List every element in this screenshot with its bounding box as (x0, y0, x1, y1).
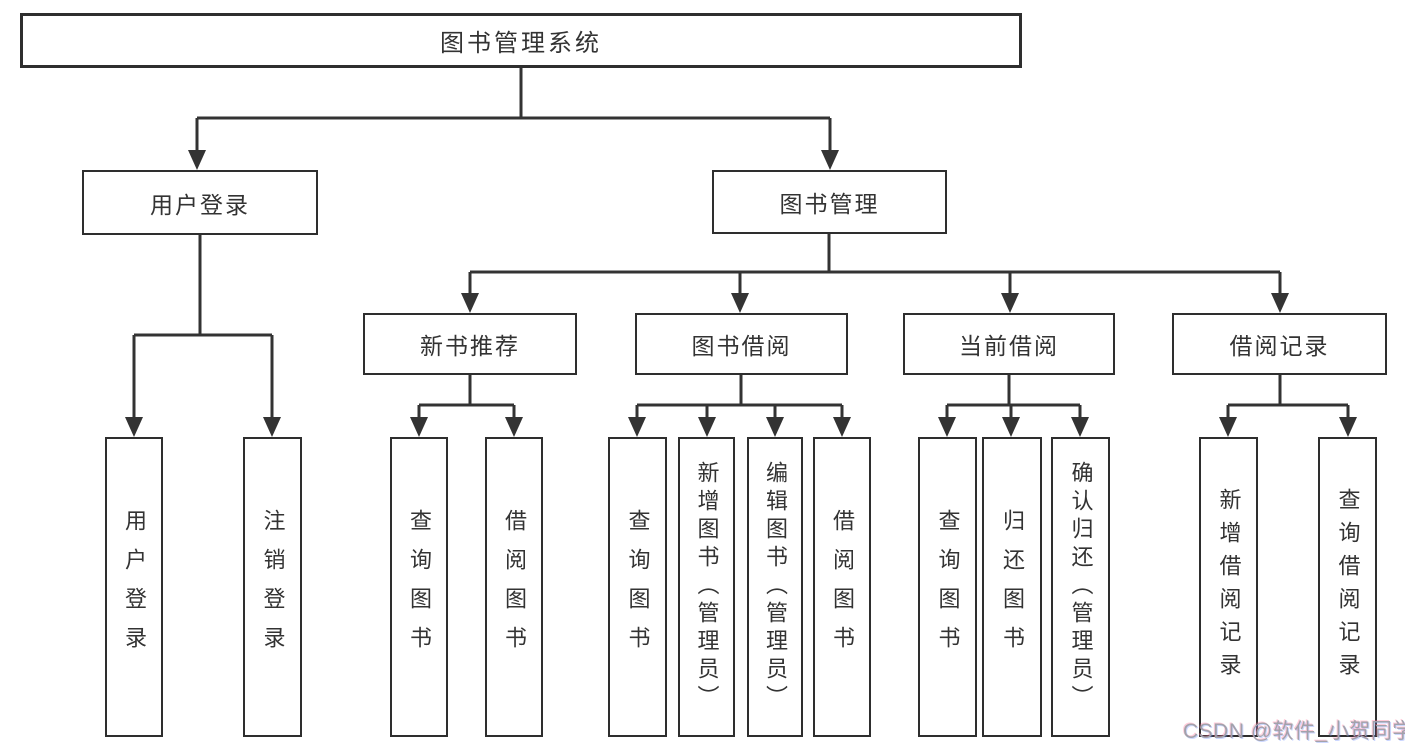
node-borrowing-records: 借阅记录 (1172, 313, 1387, 375)
leaf-return-books: 归还图书 (982, 437, 1042, 737)
leaf-label: 查询借阅记录 (1335, 488, 1361, 686)
node-book-borrowing: 图书借阅 (635, 313, 848, 375)
leaf-borrow-books-recommend: 借阅图书 (485, 437, 543, 737)
node-current-borrowing: 当前借阅 (903, 313, 1115, 375)
leaf-add-books-admin: 新增图书（管理员） (678, 437, 735, 737)
leaf-user-login: 用户登录 (105, 437, 163, 737)
node-user-login: 用户登录 (82, 170, 318, 235)
leaf-label: 新增图书（管理员） (694, 461, 720, 713)
leaf-query-books-recommend: 查询图书 (390, 437, 448, 737)
leaf-query-borrowing-record: 查询借阅记录 (1318, 437, 1377, 737)
leaf-label: 查询图书 (625, 509, 651, 665)
watermark: CSDN @软件_小贺同学 (1183, 720, 1405, 743)
leaf-label: 查询图书 (407, 509, 432, 665)
leaf-label: 编辑图书（管理员） (763, 461, 788, 713)
leaf-label: 确认归还（管理员） (1068, 461, 1094, 713)
leaf-add-borrowing-record: 新增借阅记录 (1199, 437, 1258, 737)
leaf-label: 借阅图书 (830, 509, 855, 665)
node-new-book-recommendation: 新书推荐 (363, 313, 577, 375)
node-library-management-system: 图书管理系统 (20, 13, 1022, 68)
leaf-label: 注销登录 (260, 509, 286, 665)
leaf-confirm-return-admin: 确认归还（管理员） (1051, 437, 1110, 737)
leaf-label: 查询图书 (935, 509, 961, 665)
leaf-label: 用户登录 (122, 509, 147, 665)
leaf-label: 新增借阅记录 (1216, 488, 1242, 686)
leaf-logout: 注销登录 (243, 437, 302, 737)
leaf-label: 归还图书 (1000, 509, 1025, 665)
node-book-management: 图书管理 (712, 170, 947, 234)
leaf-label: 借阅图书 (502, 509, 527, 665)
leaf-borrow-books: 借阅图书 (813, 437, 871, 737)
leaf-query-books-borrowing: 查询图书 (608, 437, 667, 737)
leaf-query-books-current: 查询图书 (918, 437, 977, 737)
arrowheads (125, 150, 1357, 437)
leaf-edit-books-admin: 编辑图书（管理员） (747, 437, 803, 737)
